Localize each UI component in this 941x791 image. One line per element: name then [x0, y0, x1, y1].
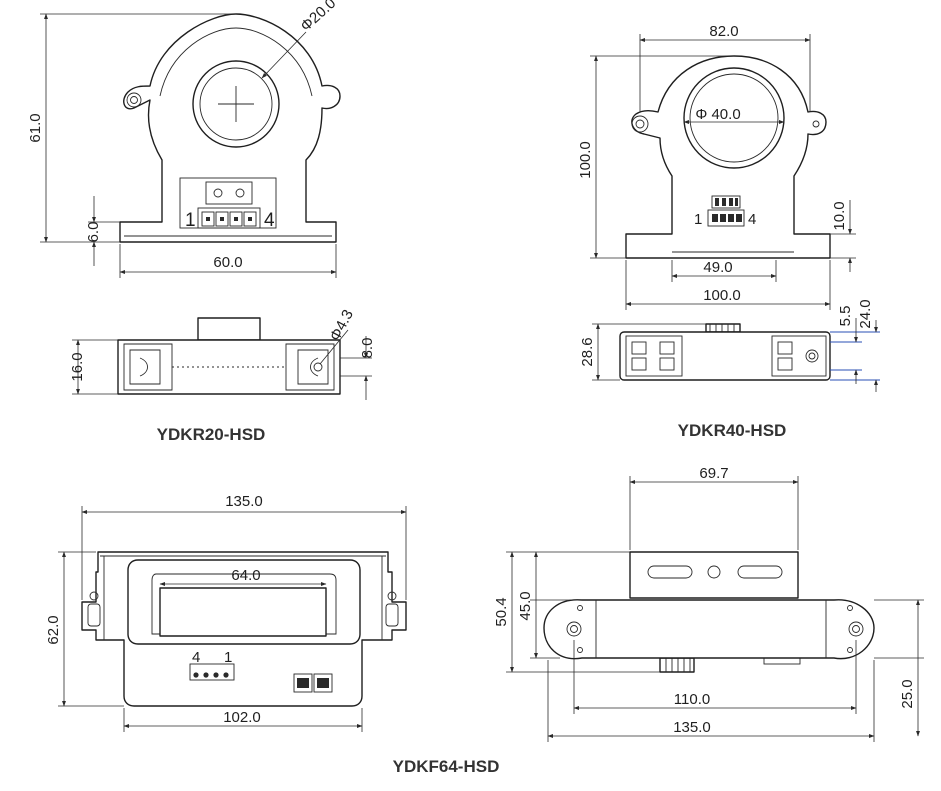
ydkf64-side-view — [543, 551, 875, 673]
ydkf64-caption: YDKF64-HSD — [393, 757, 500, 776]
ydkr20-height-dim: 61.0 — [27, 113, 44, 142]
ydkr20-diameter-dim: Φ20.0 — [297, 0, 339, 35]
ydkf64-pin-left-label: 4 — [192, 649, 200, 666]
ydkf64-width-dim: 135.0 — [225, 493, 263, 510]
ydkr40-pin-last-label: 4 — [748, 211, 756, 228]
ydkr20-bottom-dimensions — [72, 329, 372, 400]
ydkr40-top-margin-dim: 5.5 — [837, 306, 854, 327]
ydkr40-front-dimensions — [590, 34, 856, 310]
ydkf64-bracket-height-dim: 45.0 — [517, 591, 534, 620]
ydkr20-front-dimensions — [40, 13, 337, 278]
ydkr20-width-dim: 60.0 — [213, 254, 242, 271]
ydkf64-base-length-dim: 135.0 — [673, 719, 711, 736]
ydkr20-bottom-view — [117, 317, 341, 395]
ydkr40-width-top-dim: 82.0 — [709, 23, 738, 40]
ydkr20-slot-dim: 8.0 — [359, 338, 376, 359]
ydkr40-bottom-view — [619, 323, 831, 381]
ydkr40-front-view — [625, 55, 831, 259]
ydkr20-front-view — [119, 13, 341, 243]
ydkf64-window-dim: 64.0 — [231, 567, 260, 584]
ydkf64-front-dimensions — [58, 506, 407, 732]
ydkr20-pin-first-label: 1 — [185, 210, 196, 231]
ydkr40-side-height-dim: 24.0 — [857, 299, 874, 328]
ydkr20-caption: YDKR20-HSD — [157, 425, 266, 444]
ydkf64-height-dim: 62.0 — [45, 615, 62, 644]
ydkf64-side-height-dim: 25.0 — [899, 679, 916, 708]
ydkr20-base-height-dim: 6.0 — [85, 222, 102, 243]
ydkf64-front-view — [81, 551, 407, 707]
ydkr40-center-offset-dim: 49.0 — [703, 259, 732, 276]
ydkr40-depth-dim: 28.6 — [579, 337, 596, 366]
ydkf64-pin-right-label: 1 — [224, 649, 232, 666]
ydkr40-caption: YDKR40-HSD — [678, 421, 787, 440]
ydkf64-base-width-dim: 102.0 — [223, 709, 261, 726]
ydkf64-side-dimensions — [506, 476, 924, 742]
ydkr40-bottom-dimensions — [592, 318, 880, 392]
ydkf64-total-height-dim: 50.4 — [493, 597, 510, 626]
ydkr20-depth-dim: 16.0 — [69, 352, 86, 381]
ydkf64-bracket-width-dim: 69.7 — [699, 465, 728, 482]
ydkr40-width-dim: 100.0 — [703, 287, 741, 304]
ydkr20-pin-last-label: 4 — [264, 210, 275, 231]
ydkr40-base-height-dim: 10.0 — [831, 201, 848, 230]
ydkf64-hole-spacing-dim: 110.0 — [674, 691, 710, 708]
ydkr40-height-dim: 100.0 — [577, 141, 594, 179]
ydkr20-hole-dim: Φ4.3 — [327, 307, 357, 344]
ydkr40-pin-first-label: 1 — [694, 211, 702, 228]
ydkr40-diameter-dim: Φ 40.0 — [695, 106, 740, 123]
